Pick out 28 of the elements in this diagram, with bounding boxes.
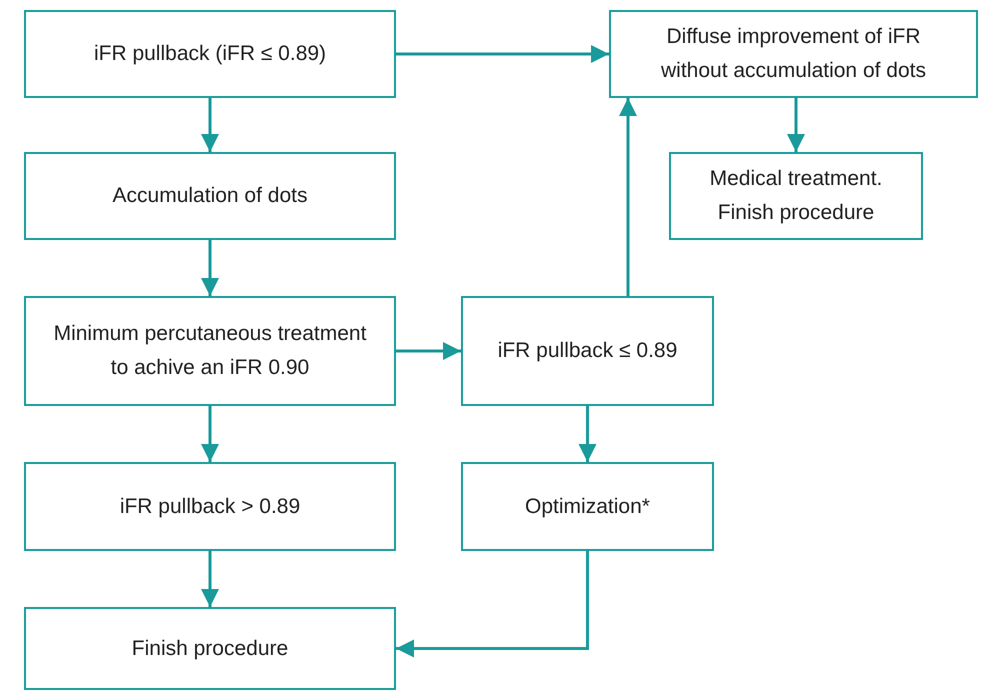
box-text: Finish procedure <box>132 636 288 662</box>
box-text: Optimization* <box>525 494 650 520</box>
arrow <box>201 98 219 152</box>
box-text: iFR pullback > 0.89 <box>120 494 300 520</box>
box-text: iFR pullback (iFR ≤ 0.89) <box>94 41 326 68</box>
process-box <box>669 152 923 240</box>
process-box <box>24 10 396 98</box>
arrow <box>201 551 219 607</box>
arrow <box>619 98 637 296</box>
arrow <box>787 98 805 152</box>
arrow <box>396 551 589 658</box>
arrow <box>578 406 596 462</box>
arrow <box>201 406 219 462</box>
process-box <box>609 10 978 98</box>
process-box <box>24 607 396 690</box>
box-text: Minimum percutaneous treatment to achive an iFR 0.90 <box>52 321 368 381</box>
box-text: Medical treatment. Finish procedure <box>708 166 884 226</box>
box-text: Diffuse improvement of iFR without accumulation of dots <box>660 24 927 84</box>
arrow <box>396 342 461 360</box>
arrow <box>201 240 219 296</box>
process-box <box>461 296 714 406</box>
process-box <box>461 462 714 551</box>
box-text: Accumulation of dots <box>112 183 308 210</box>
process-box <box>24 152 396 240</box>
arrow <box>396 45 609 63</box>
box-text: iFR pullback ≤ 0.89 <box>498 338 678 364</box>
process-box <box>24 296 396 406</box>
process-box <box>24 462 396 551</box>
